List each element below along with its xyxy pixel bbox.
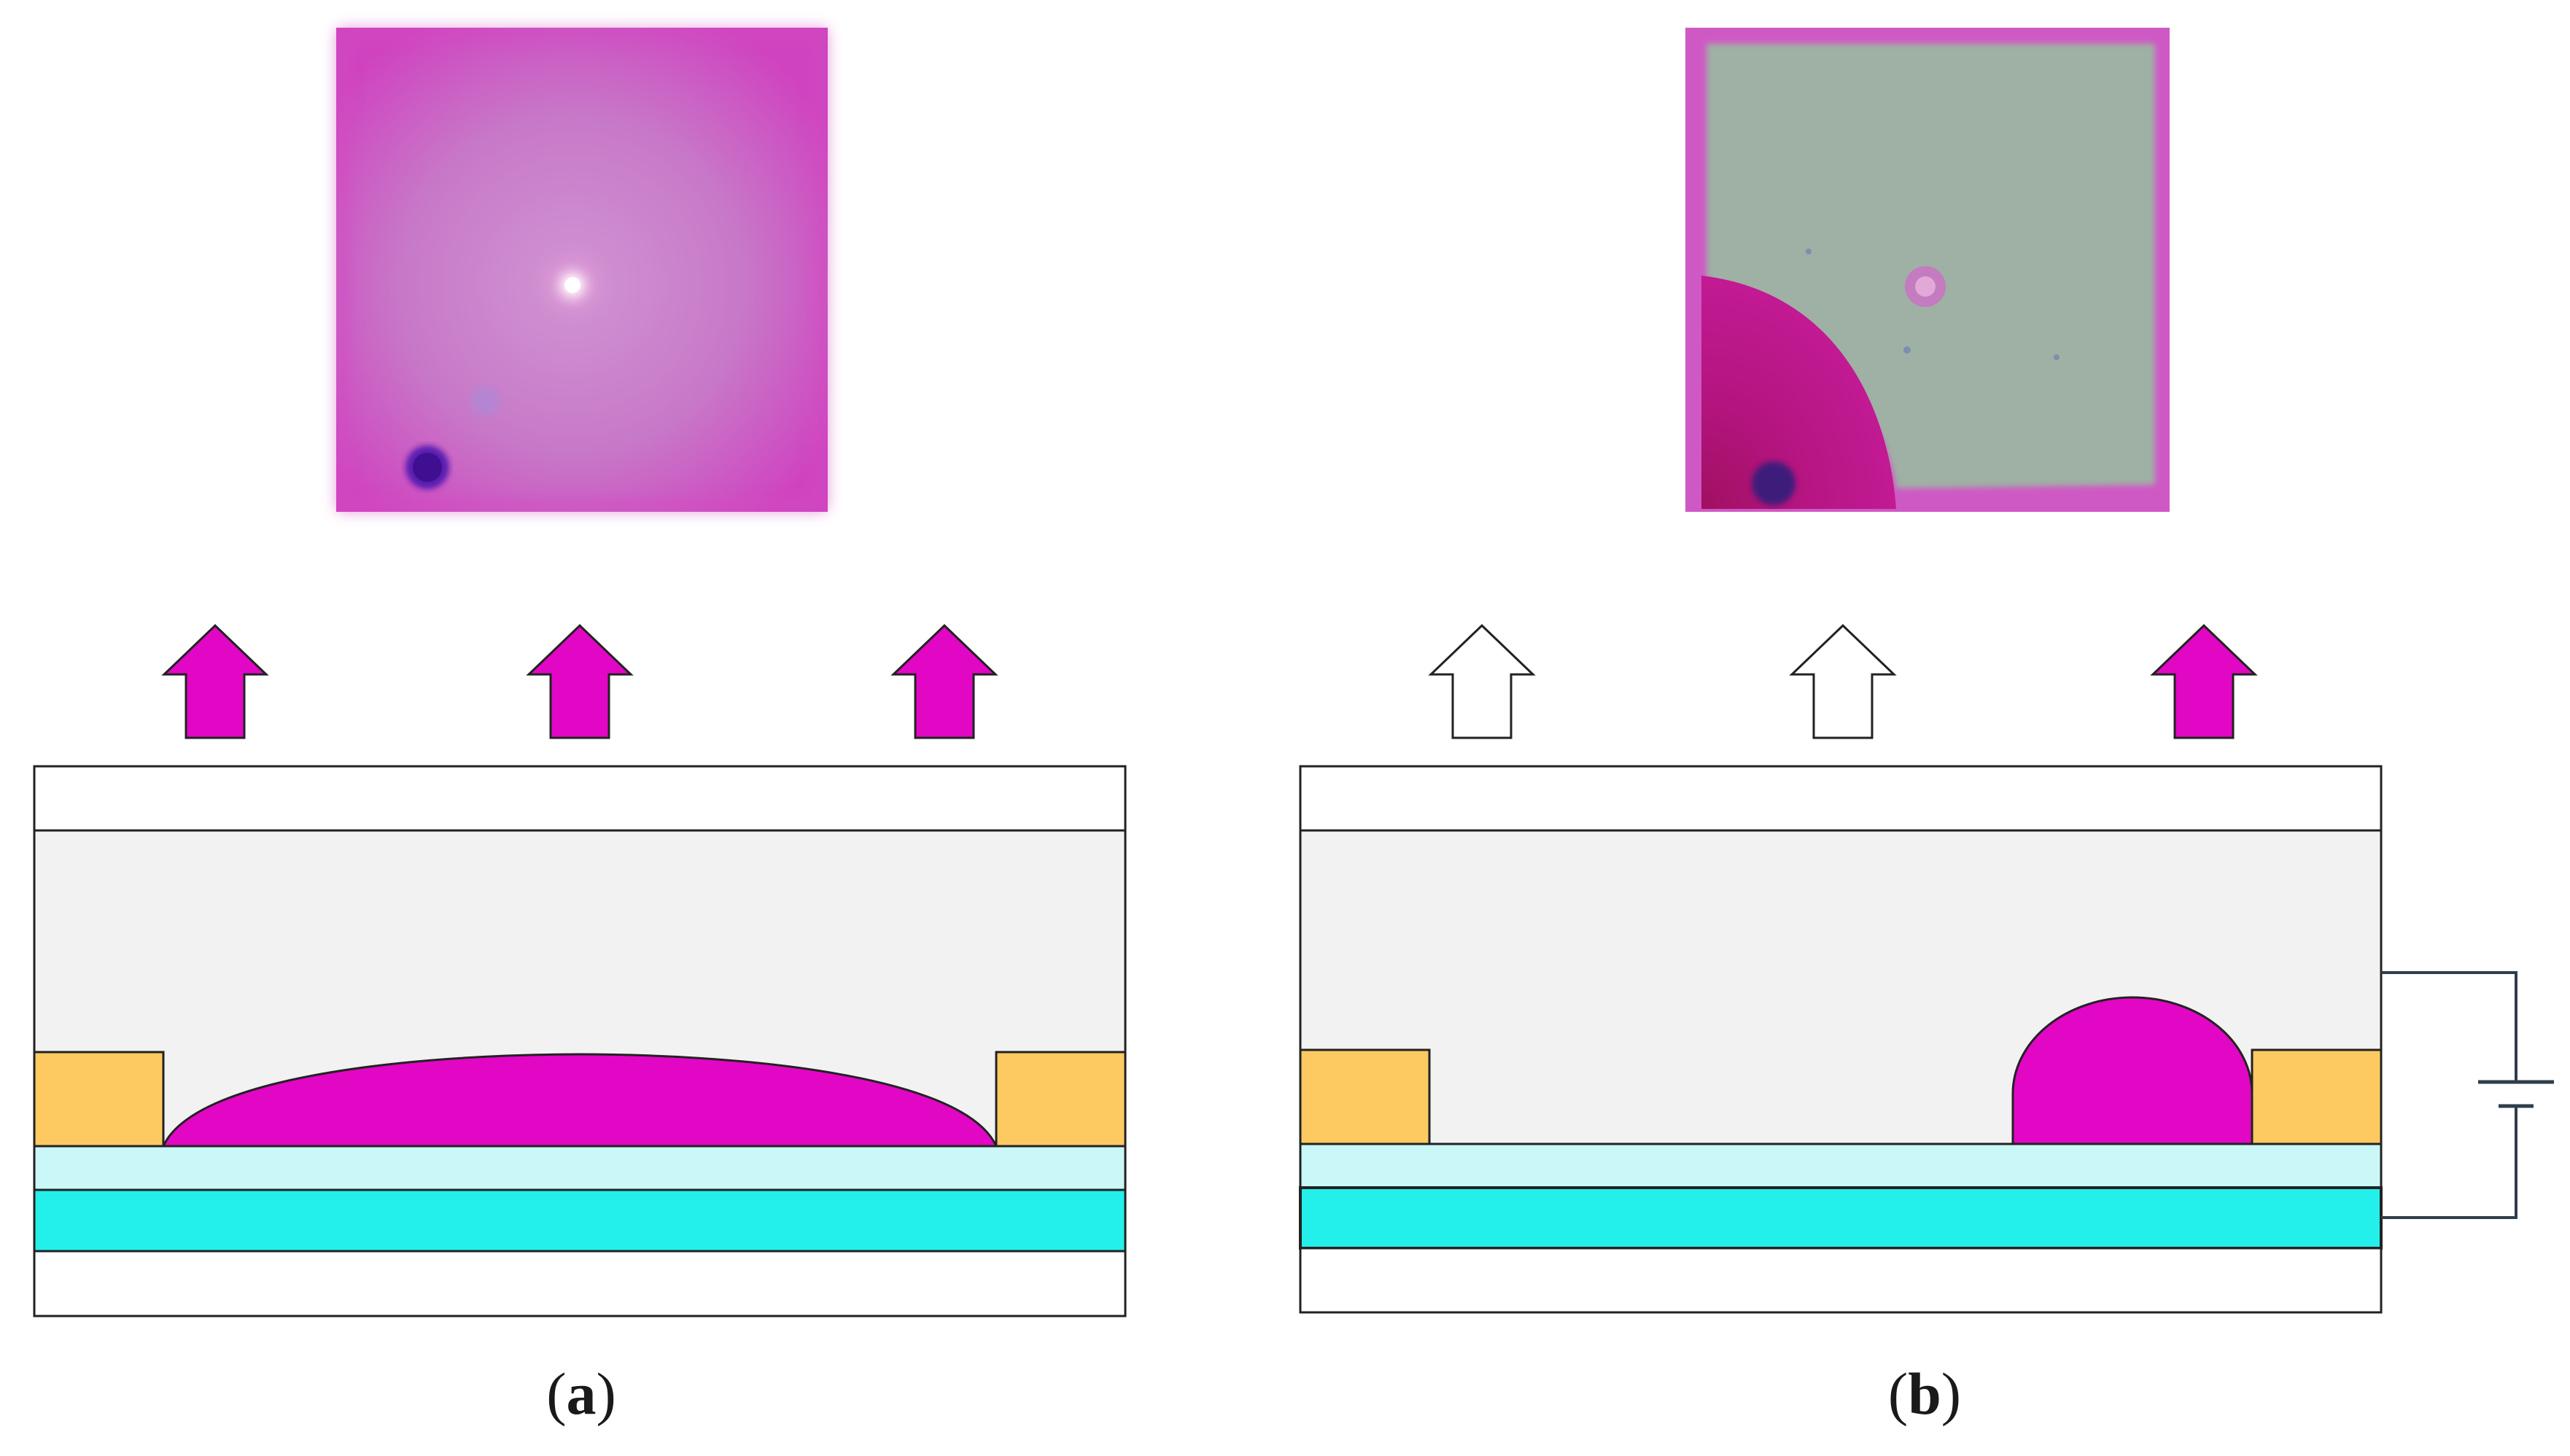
pixel-cross-section-a — [33, 765, 1127, 1317]
electrode-layer — [33, 1188, 1127, 1253]
pixel-wall-right — [2251, 1048, 2383, 1145]
panel-b — [1299, 28, 2554, 1314]
up-arrow-icon — [890, 623, 998, 739]
photo-a — [336, 28, 828, 512]
caption-open-paren: ( — [1887, 1360, 1909, 1427]
caption-letter: b — [1908, 1360, 1941, 1427]
caption-close-paren: ) — [596, 1360, 616, 1427]
bottom-substrate — [1299, 1247, 2383, 1314]
emission-arrows-a — [161, 623, 998, 739]
wire-bottom — [2381, 1106, 2517, 1219]
up-arrow-icon — [2150, 623, 2258, 739]
pixel-wall-left — [1299, 1048, 1431, 1145]
bottom-substrate — [33, 1250, 1127, 1317]
caption-letter: a — [566, 1360, 597, 1427]
up-arrow-icon — [526, 623, 634, 739]
top-plate — [1299, 765, 2383, 832]
top-plate — [33, 765, 1127, 832]
up-arrow-icon — [1789, 623, 1897, 739]
pixel-wall-left — [33, 1051, 165, 1148]
panel-a-caption: (a) — [472, 1360, 691, 1428]
oil-droplet-spread — [161, 1053, 998, 1148]
emission-arrows-b — [1428, 623, 2258, 739]
caption-open-paren: ( — [546, 1360, 567, 1427]
pixel-wall-right — [995, 1051, 1127, 1148]
caption-close-paren: ) — [1941, 1360, 1962, 1427]
electrode-layer — [1299, 1186, 2383, 1250]
voltage-circuit — [2381, 971, 2554, 1219]
wire-top — [2381, 971, 2517, 1082]
hydrophobic-layer — [1299, 1142, 2383, 1189]
up-arrow-icon — [161, 623, 269, 739]
hydrophobic-layer — [33, 1145, 1127, 1191]
photo-b — [1685, 28, 2170, 512]
oil-droplet-contracted — [2011, 996, 2253, 1145]
pixel-cross-section-b — [1299, 765, 2383, 1314]
up-arrow-icon — [1428, 623, 1536, 739]
panel-b-caption: (b) — [1815, 1360, 2034, 1428]
panel-a — [33, 28, 1127, 1317]
